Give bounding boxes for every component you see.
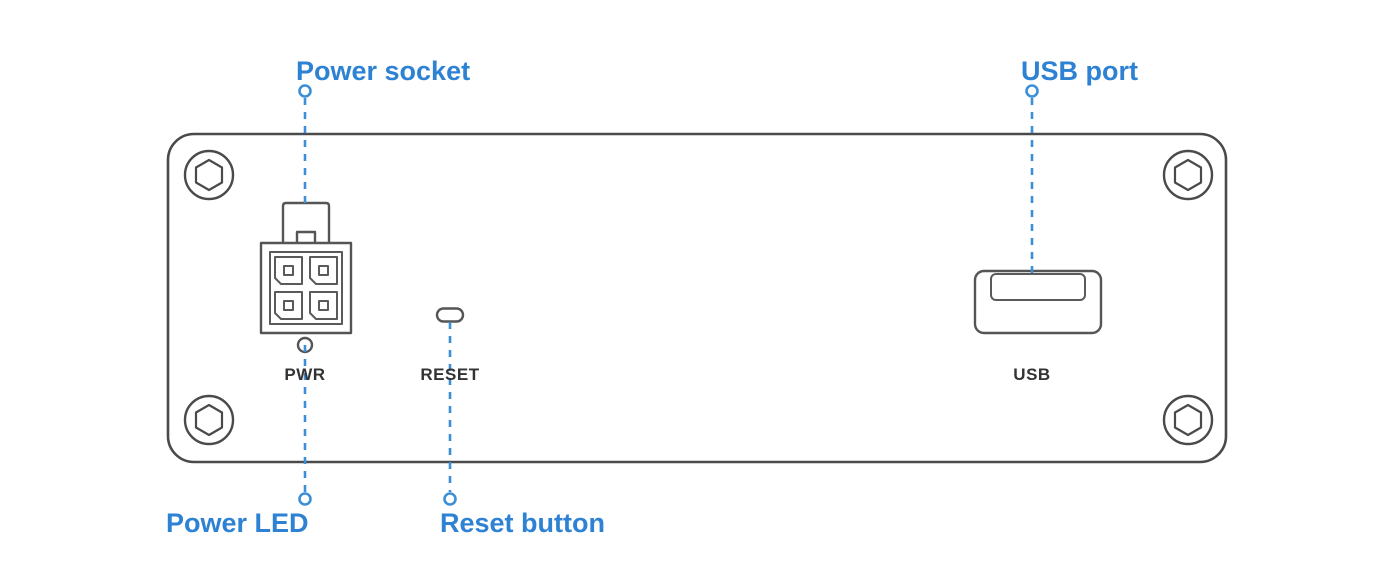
enclosure-outline — [166, 132, 1228, 464]
screw-bottom-right — [1162, 394, 1214, 446]
power-socket-pin-2 — [318, 265, 329, 276]
power-socket-latch — [281, 201, 331, 247]
leader-reset-button — [443, 322, 457, 506]
silkscreen-label-pwr: PWR — [284, 365, 325, 384]
leader-endpoint-dot — [298, 84, 312, 98]
leader-endpoint-dot — [443, 492, 457, 506]
silkscreen-label-reset: RESET — [420, 365, 479, 384]
callout-label-usb-port: USB port — [1021, 56, 1138, 86]
usb-port-inner-tab — [990, 273, 1086, 301]
usb-port-connector — [973, 269, 1103, 335]
power-socket-pin-1 — [283, 265, 294, 276]
leader-endpoint-dot — [298, 492, 312, 506]
power-socket-connector — [259, 201, 353, 335]
leader-usb-port — [1025, 84, 1039, 277]
leader-power-socket — [298, 84, 312, 205]
screw-top-left — [183, 149, 235, 201]
power-socket-pin-4 — [318, 300, 329, 311]
leader-endpoint-dot — [1025, 84, 1039, 98]
reset-button-pinhole[interactable] — [435, 307, 465, 323]
power-socket-pin-3 — [283, 300, 294, 311]
leader-power-led — [298, 345, 312, 506]
callout-label-power-led: Power LED — [166, 508, 309, 538]
screw-bottom-left — [183, 394, 235, 446]
callout-label-reset-button: Reset button — [440, 508, 605, 538]
callout-label-power-socket: Power socket — [296, 56, 470, 86]
screw-top-right — [1162, 149, 1214, 201]
silkscreen-label-usb: USB — [1013, 365, 1050, 384]
